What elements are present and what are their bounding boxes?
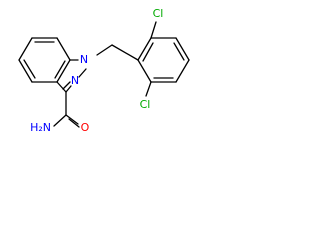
bond-c3a-c7a (56, 59, 71, 83)
bond-c3a-c7a-inner (54, 60, 66, 79)
atom-label-o: O (81, 121, 90, 134)
benzo-ring (18, 37, 71, 83)
bond-cipso-c2-inner (142, 42, 154, 62)
bond-camide-o (65, 114, 79, 125)
bond-n2-c3 (65, 85, 72, 93)
bond-n1-ch2 (96, 44, 113, 56)
atom-label-nh2: H₂N (30, 121, 51, 134)
bond-camide-o-inner (68, 118, 80, 128)
atom-label-n2: N (71, 74, 79, 87)
bond-camide-n (53, 114, 67, 127)
bond-c6-c5 (18, 37, 33, 61)
bond-c6-cl (145, 81, 152, 97)
molecule-structure: N N O H₂N Cl Cl (18, 7, 190, 134)
bond-c7a-c7 (56, 37, 71, 61)
bond-c4-c5 (175, 59, 190, 83)
carboxamide-group (53, 91, 80, 128)
bond-cipso-c2 (137, 37, 152, 61)
bond-n1-n2 (78, 68, 87, 78)
dichlorophenyl-ring (137, 37, 190, 83)
pyrazole-ring (56, 59, 87, 93)
bond-c5-c4-inner (23, 59, 36, 79)
bond-c2-cl (150, 21, 157, 39)
bond-ch2-cipso (111, 44, 139, 61)
bond-c5-c4 (18, 59, 33, 83)
bond-c3-c3a (56, 81, 67, 93)
atom-label-cl-top: Cl (153, 7, 164, 20)
bond-c6-cipso (137, 59, 152, 83)
bond-n2-c3-inner (62, 81, 71, 90)
bond-c3-c4-inner (173, 42, 185, 61)
atom-label-cl-bottom: Cl (140, 98, 151, 111)
bond-c3-c4 (175, 37, 190, 61)
atom-label-n1: N (80, 53, 88, 66)
